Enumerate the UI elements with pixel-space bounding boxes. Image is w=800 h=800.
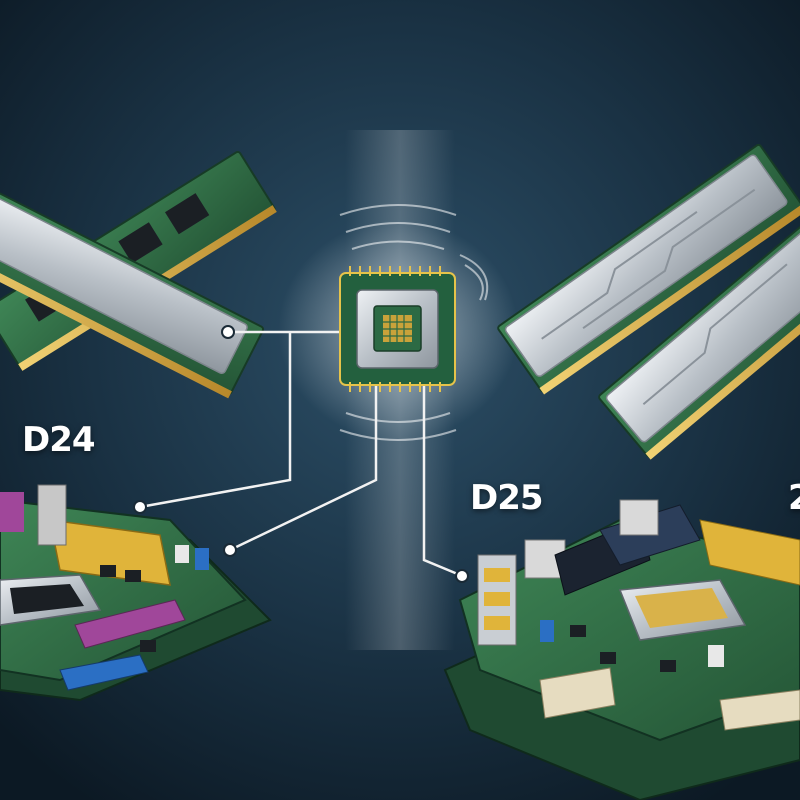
label-d25: D25 — [470, 478, 544, 518]
signal-wave-icon — [339, 204, 489, 441]
ram-module-right-back — [497, 143, 800, 395]
cpu-chip-icon — [339, 266, 456, 392]
connector-lines — [139, 330, 461, 577]
ram-module-left-front — [0, 178, 265, 399]
label-d24: D24 — [22, 420, 96, 460]
connector-nodes — [133, 325, 469, 583]
ram-module-right-front — [598, 191, 800, 460]
motherboard-left — [0, 484, 272, 702]
motherboard-right — [443, 499, 800, 800]
label-cropped-right: 2 — [788, 478, 800, 518]
